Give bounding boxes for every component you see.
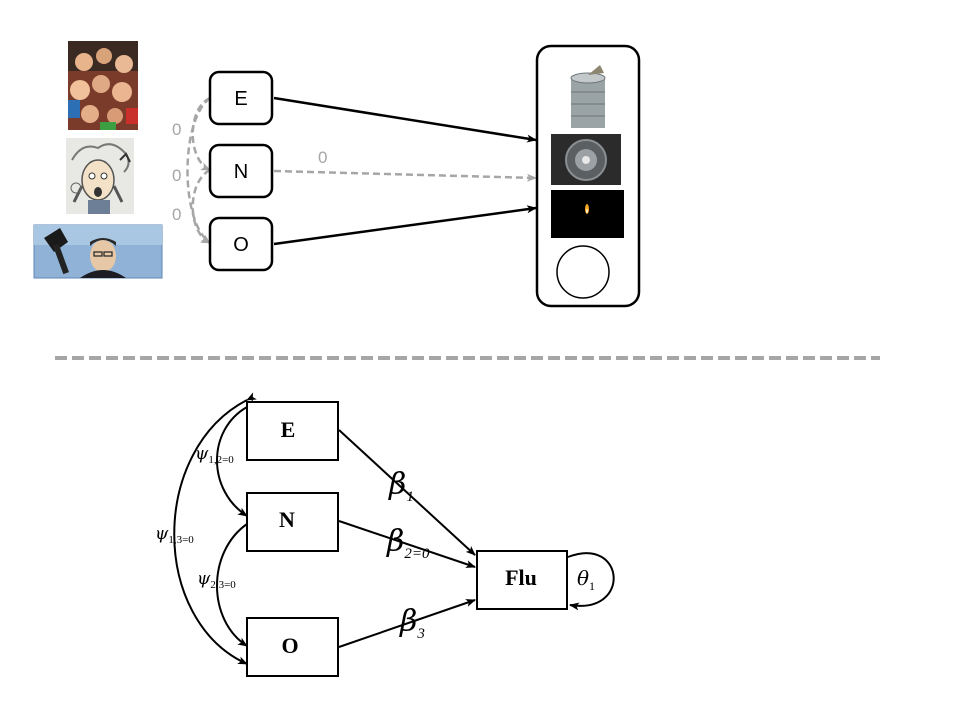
bottom-node-n-label: N [279, 507, 295, 532]
bottom-node-flu-label: Flu [505, 565, 537, 590]
empty-circle [556, 245, 610, 299]
covariance-arc-n-o [216, 515, 257, 647]
crowd-of-people-photo [68, 41, 138, 130]
psi-1-2-label: ψ1,2=0 [195, 444, 234, 466]
theta-1-label: θ1 [577, 566, 595, 593]
psi-2-3-label: ψ2,3=0 [197, 569, 236, 591]
residual-loop [567, 552, 615, 611]
top-node-e-label: E [234, 88, 247, 110]
bottom-node-o: O [246, 617, 339, 677]
top-node-e: E [208, 70, 274, 126]
candle-in-dark-photo [551, 190, 624, 238]
path-o-to-flu [338, 599, 476, 648]
top-panel: 0 0 0 E N O 0 [33, 41, 641, 308]
tunnel-photo [551, 134, 621, 185]
tin-can-photo [570, 65, 606, 128]
bottom-panel: ψ1,2=0 ψ1,3=0 ψ2,3=0 E N O Flu [155, 392, 615, 677]
path-n-to-flu [338, 520, 476, 568]
top-node-n: N [208, 143, 274, 199]
bottom-node-e: E [246, 401, 339, 461]
covariance-eo-zero: 0 [172, 166, 181, 185]
beta-1-label: β1 [388, 467, 414, 505]
surreal-man-with-hat-painting [33, 224, 163, 279]
top-node-o: O [208, 216, 274, 272]
bottom-node-flu: Flu [476, 550, 568, 610]
bottom-node-e-label: E [281, 417, 296, 442]
covariance-no-zero: 0 [172, 205, 181, 224]
null-covariance-arcs [186, 89, 220, 245]
path-e-to-flu [338, 429, 476, 556]
bottom-node-o-label: O [281, 633, 298, 658]
path-o-to-outcome [273, 205, 537, 246]
covariance-arc-e-n [216, 399, 257, 517]
path-n-to-outcome [273, 169, 537, 182]
psi-1-3-label: ψ1,3=0 [155, 524, 194, 546]
anxious-cartoon-man-photo [66, 138, 134, 214]
beta-2-label: β2=0 [386, 524, 430, 562]
covariance-en-zero: 0 [172, 120, 181, 139]
top-node-o-label: O [233, 234, 249, 256]
path-n-zero: 0 [318, 148, 327, 167]
bottom-node-n: N [246, 492, 339, 552]
beta-3-label: β3 [399, 604, 425, 642]
covariance-arc-e-o [173, 392, 257, 665]
top-node-n-label: N [234, 161, 248, 183]
path-e-to-outcome [273, 96, 537, 143]
outcome-box [535, 44, 641, 308]
